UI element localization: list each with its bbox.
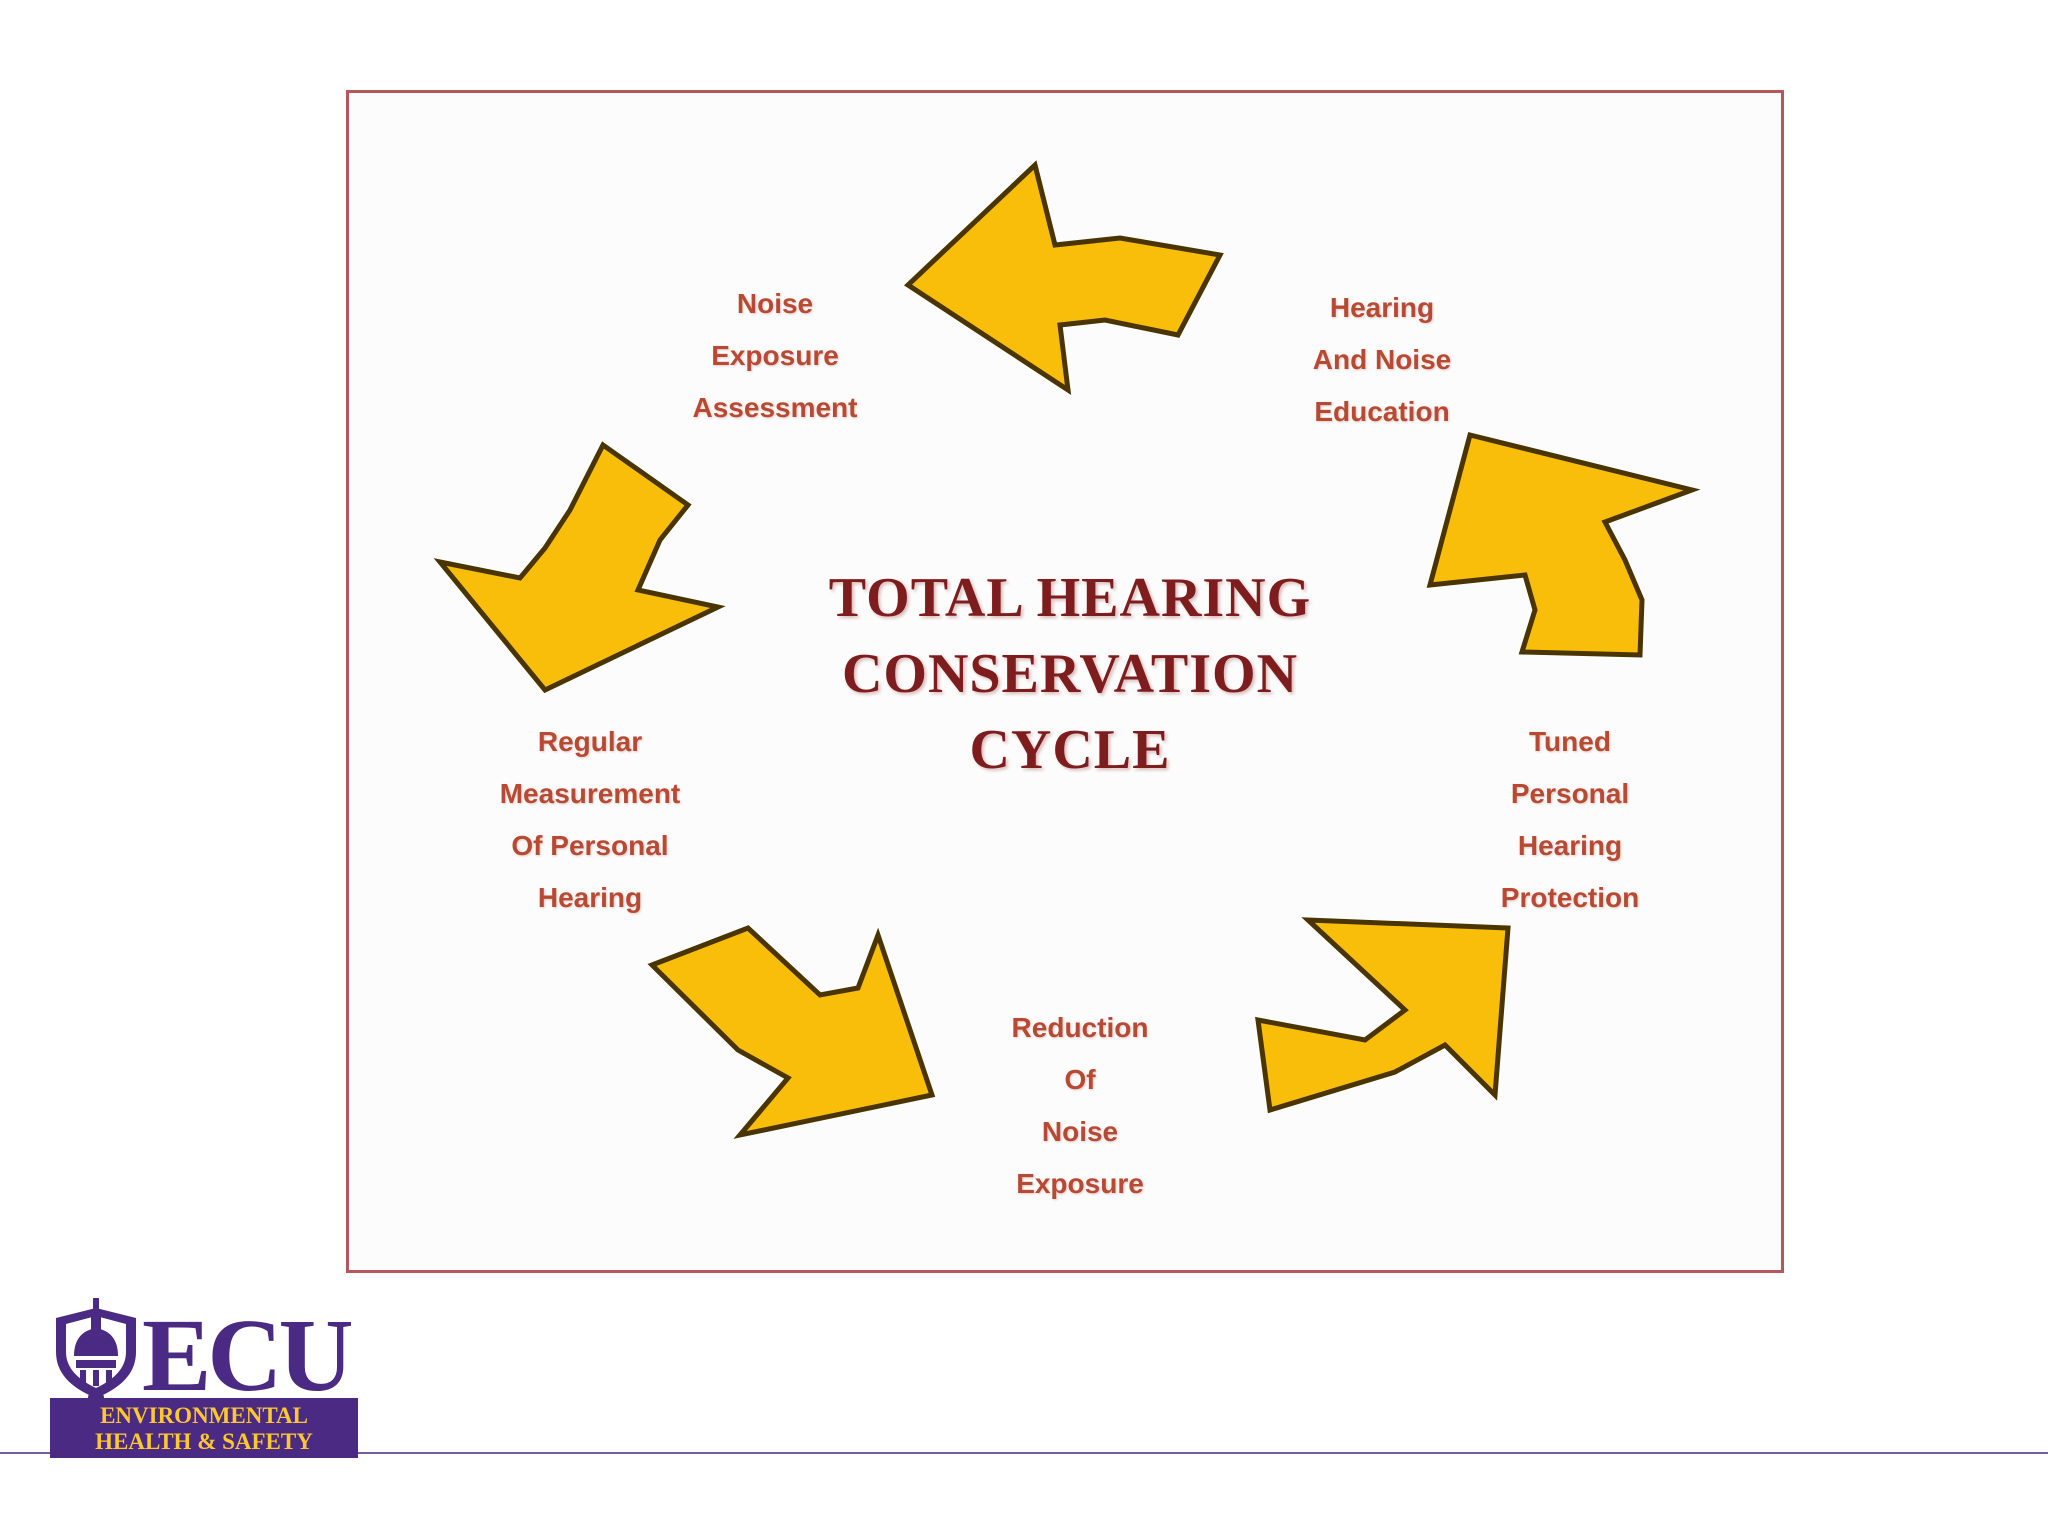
step-reduction-noise-exposure: Reduction Of Noise Exposure [960,1002,1200,1210]
arrow-down-left [433,441,726,694]
step-regular-measurement-hearing: Regular Measurement Of Personal Hearing [470,716,710,924]
title-line: CYCLE [969,719,1171,781]
cupola-icon [56,1298,136,1406]
diagram-title: TOTAL HEARING CONSERVATION CYCLE [720,560,1420,788]
ecu-subtitle-banner: ENVIRONMENTAL HEALTH & SAFETY [50,1398,358,1458]
arrow-left-top [903,160,1224,396]
step-line: Noise [736,288,814,319]
step-line: Regular [537,726,643,757]
step-line: And Noise [1312,344,1452,375]
ecu-logo: ECU [56,1298,355,1413]
step-tuned-hearing-protection: Tuned Personal Hearing Protection [1450,716,1690,924]
logo-text: ECU [142,1298,351,1413]
step-line: Noise [1041,1116,1119,1147]
arrow-down-right-bottom [647,925,936,1139]
title-line: TOTAL HEARING [828,567,1312,629]
step-line: Hearing [537,882,643,913]
step-line: Exposure [711,340,839,371]
subtitle-line: ENVIRONMENTAL [100,1403,308,1428]
step-line: Reduction [1011,1012,1149,1043]
step-line: Hearing [1517,830,1623,861]
step-line: Of [1064,1064,1096,1095]
arrow-up-right [1426,431,1701,658]
step-line: Education [1314,396,1450,427]
footer-divider [0,1452,2048,1454]
step-line: Exposure [1016,1168,1144,1199]
step-line: Tuned [1529,726,1611,757]
title-line: CONSERVATION [841,643,1299,705]
step-line: Assessment [692,392,858,423]
arrow-up-right-bottom [1255,917,1511,1114]
subtitle-line: HEALTH & SAFETY [95,1429,313,1454]
step-line: Hearing [1329,292,1435,323]
step-noise-exposure-assessment: Noise Exposure Assessment [655,278,895,434]
step-line: Personal [1510,778,1630,809]
step-line: Of Personal [511,830,669,861]
step-hearing-noise-education: Hearing And Noise Education [1262,282,1502,438]
step-line: Measurement [499,778,681,809]
step-line: Protection [1500,882,1640,913]
